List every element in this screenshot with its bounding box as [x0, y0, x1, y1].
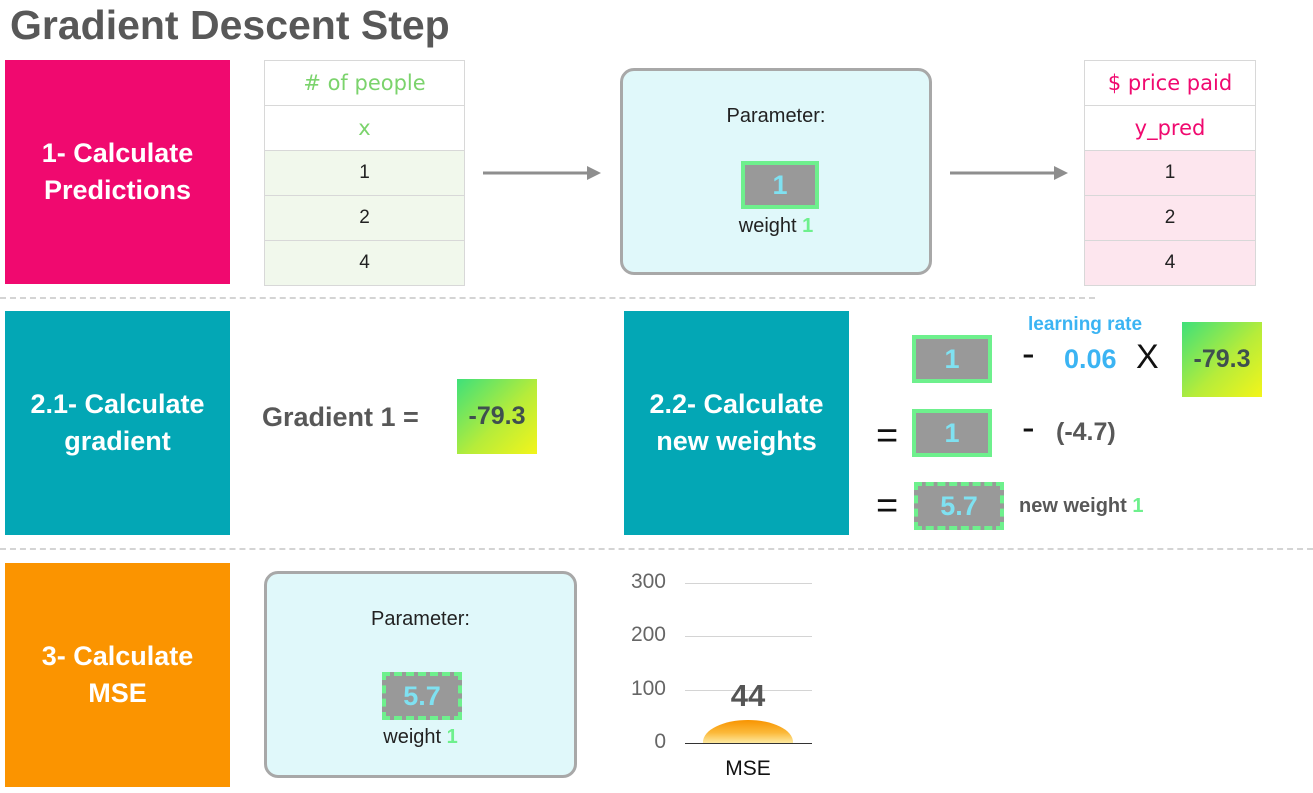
delta-value: (-4.7) — [1056, 418, 1116, 446]
weight-index-2: 1 — [446, 726, 458, 748]
y-tick-label: 100 — [630, 676, 666, 700]
grid-line — [685, 743, 812, 744]
output-table: $ price paid y_pred 1 2 4 — [1084, 60, 1256, 286]
table-row: 1 — [1084, 150, 1256, 196]
weight-text: weight — [738, 215, 797, 237]
new-weight-text: new weight — [1019, 495, 1127, 517]
times-sign: X — [1136, 338, 1159, 376]
grid-line — [685, 689, 812, 691]
divider-2 — [0, 548, 1313, 550]
old-weight-box-2: 1 — [912, 409, 992, 457]
parameter-label: Parameter: — [726, 105, 826, 127]
grid-line — [685, 636, 812, 638]
step-gradient-label: 2.1- Calculate gradient — [30, 389, 205, 456]
mse-data-label: 44 — [730, 677, 766, 713]
new-weight-box: 5.7 — [914, 482, 1004, 530]
step-predict-label: 1- Calculate Predictions — [41, 138, 194, 205]
new-weight-index: 1 — [1132, 495, 1144, 517]
old-weight-box: 1 — [912, 335, 992, 383]
weight-label-2: weight 1 — [267, 726, 574, 749]
page-title: Gradient Descent Step — [10, 2, 450, 48]
learning-rate-value: 0.06 — [1064, 344, 1117, 374]
arrow-right-icon — [950, 166, 1068, 180]
weight-text-2: weight — [383, 726, 442, 748]
equals-sign: = — [876, 415, 899, 457]
grid-line — [685, 583, 812, 584]
mse-bar — [703, 719, 793, 743]
minus-sign-2: - — [1022, 407, 1035, 449]
input-table-header: # of people — [264, 60, 465, 106]
input-table-column: x — [264, 105, 465, 151]
y-tick-label: 200 — [630, 623, 666, 647]
equals-sign-2: = — [876, 485, 899, 527]
output-table-column: y_pred — [1084, 105, 1256, 151]
parameter-box-bottom: Parameter: 5.7 weight 1 — [264, 571, 577, 778]
parameter-label-2: Parameter: — [371, 608, 470, 630]
minus-sign: - — [1022, 333, 1035, 375]
x-category-label: MSE — [725, 757, 771, 780]
step-mse-label: 3- Calculate MSE — [41, 641, 194, 708]
parameter-box-top: Parameter: 1 weight 1 — [620, 68, 932, 275]
table-row: 4 — [264, 240, 465, 286]
step-weights-block: 2.2- Calculate new weights — [624, 311, 849, 535]
step-predict-block: 1- Calculate Predictions — [5, 60, 230, 284]
table-row: 4 — [1084, 240, 1256, 286]
step-gradient-block: 2.1- Calculate gradient — [5, 311, 230, 535]
weight-label: weight 1 — [623, 215, 929, 238]
input-table: # of people x 1 2 4 — [264, 60, 465, 286]
gradient-label: Gradient 1 = — [262, 402, 419, 432]
weight-index: 1 — [802, 215, 814, 237]
gradient-value-box: -79.3 — [457, 379, 537, 454]
step-weights-label: 2.2- Calculate new weights — [649, 389, 824, 456]
learning-rate-label: learning rate — [1028, 314, 1143, 335]
table-row: 1 — [264, 150, 465, 196]
step-mse-block: 3- Calculate MSE — [5, 563, 230, 787]
y-tick-label: 0 — [654, 730, 666, 753]
arrow-right-icon — [483, 166, 601, 180]
new-weight-label: new weight 1 — [1019, 495, 1143, 518]
gradient-value-box-2: -79.3 — [1182, 322, 1262, 397]
table-row: 2 — [264, 195, 465, 241]
table-row: 2 — [1084, 195, 1256, 241]
weight-value-box-2: 5.7 — [382, 672, 462, 720]
weight-value-box: 1 — [741, 161, 819, 209]
y-tick-label: 300 — [630, 570, 666, 593]
divider-1 — [0, 297, 1095, 299]
output-table-header: $ price paid — [1084, 60, 1256, 106]
